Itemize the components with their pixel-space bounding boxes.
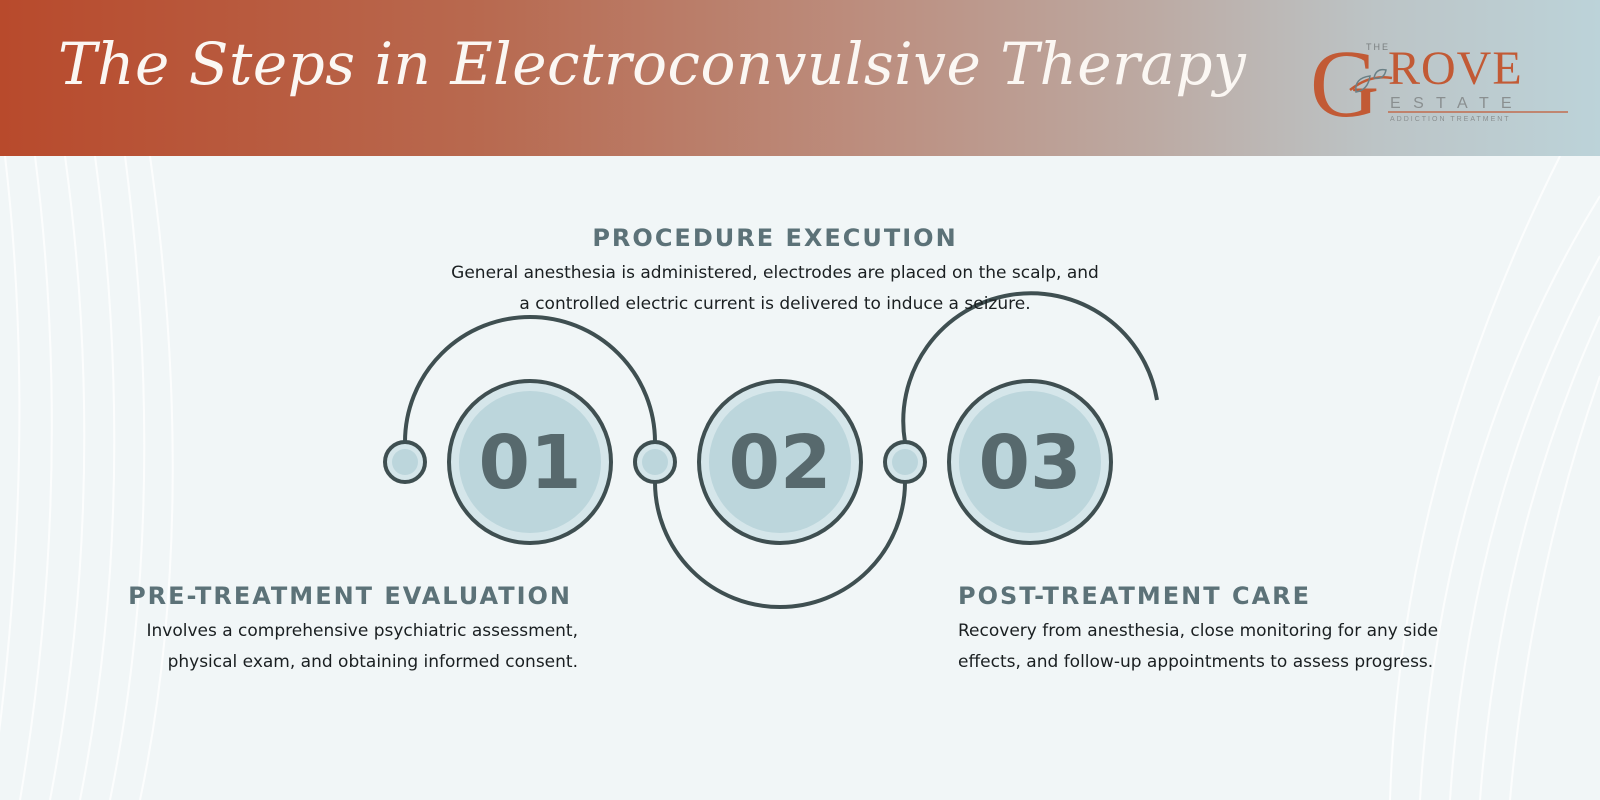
logo-estate: E S T A T E xyxy=(1390,95,1516,112)
step-circle-3: 03 xyxy=(947,379,1113,545)
step-number-1: 01 xyxy=(479,420,582,506)
connector-arc-2 xyxy=(653,481,907,609)
step-number-3: 03 xyxy=(979,420,1082,506)
step-desc-3-line-1: Recovery from anesthesia, close monitori… xyxy=(958,621,1439,641)
step-desc-2-line-2: a controlled electric current is deliver… xyxy=(519,294,1031,314)
grove-estate-logo: THE G ROVE E S T A T E ADDICTION TREATME… xyxy=(1310,30,1568,128)
small-node-1 xyxy=(383,440,427,484)
step-desc-1-line-1: Involves a comprehensive psychiatric ass… xyxy=(146,621,578,641)
step-circle-1: 01 xyxy=(447,379,613,545)
step-title-3: POST-TREATMENT CARE xyxy=(958,582,1312,610)
logo-the: THE xyxy=(1366,42,1390,52)
step-desc-1-line-2: physical exam, and obtaining informed co… xyxy=(167,652,578,672)
step-desc-3-line-2: effects, and follow-up appointments to a… xyxy=(958,652,1434,672)
step-desc-3: Recovery from anesthesia, close monitori… xyxy=(958,616,1438,678)
small-node-2 xyxy=(633,440,677,484)
step-title-2: PROCEDURE EXECUTION xyxy=(592,224,958,252)
logo-rove: ROVE xyxy=(1388,42,1523,95)
page-title: The Steps in Electroconvulsive Therapy xyxy=(58,30,1247,98)
connector-arc-3 xyxy=(901,291,1159,443)
step-desc-2: General anesthesia is administered, elec… xyxy=(0,258,1550,320)
leaf-icon xyxy=(1349,68,1393,93)
step-number-2: 02 xyxy=(729,420,832,506)
step-circle-2: 02 xyxy=(697,379,863,545)
header-banner: The Steps in Electroconvulsive Therapy T… xyxy=(0,0,1600,156)
logo-tagline: ADDICTION TREATMENT xyxy=(1390,116,1511,123)
step-desc-1: Involves a comprehensive psychiatric ass… xyxy=(146,616,578,678)
connector-arc-1 xyxy=(403,315,657,443)
step-desc-2-line-1: General anesthesia is administered, elec… xyxy=(451,263,1099,283)
step-title-1: PRE-TREATMENT EVALUATION xyxy=(128,582,572,610)
small-node-3 xyxy=(883,440,927,484)
